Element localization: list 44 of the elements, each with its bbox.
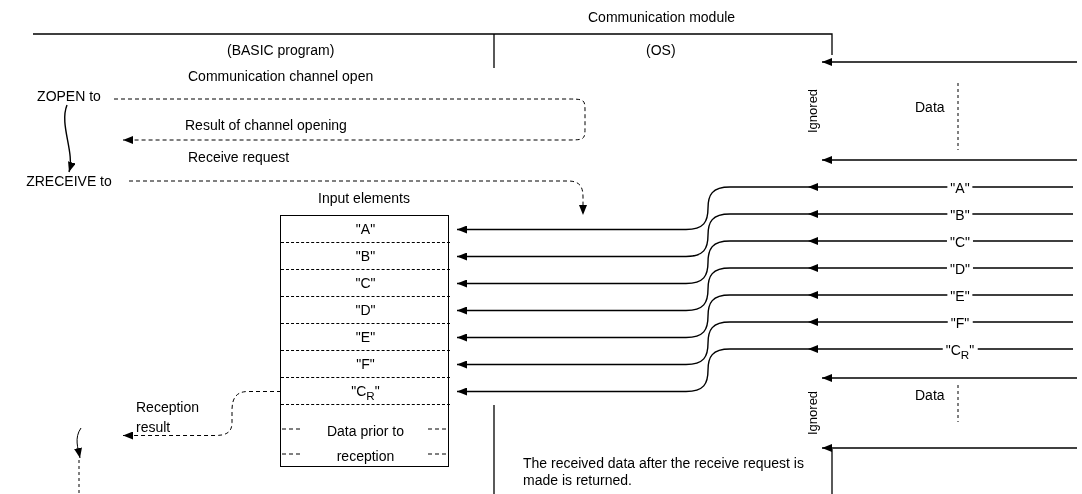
arrow (64, 104, 75, 173)
edge-label: "D" (946, 261, 974, 277)
note-text: The received data after the receive request is made is returned. (523, 455, 805, 489)
arrow (456, 291, 1074, 342)
rotated-text: Ignored (804, 378, 822, 448)
data-text: Data (915, 387, 945, 403)
arrow (821, 444, 1078, 452)
table-cell: "D" (281, 297, 450, 324)
rotated-text: Ignored (804, 62, 822, 160)
arrow (456, 237, 1074, 288)
arrow (128, 180, 587, 216)
table-cell: "F" (281, 351, 450, 378)
edge-label: "B" (947, 207, 973, 223)
cell-text: Data prior to reception (325, 422, 405, 466)
table-cell: "A" (281, 216, 450, 243)
table-heading: Input elements (317, 190, 411, 206)
arrow (456, 264, 1074, 315)
arrow (456, 183, 1074, 234)
lane-title: (BASIC program) (227, 42, 335, 58)
edge-label: "C" (946, 234, 974, 250)
table-cell: "E" (281, 324, 450, 351)
statement-text: ZRECEIVE to (9, 172, 129, 190)
statement-text: ZOPEN to (24, 87, 114, 105)
edge-label: "A" (947, 180, 973, 196)
arrow (456, 318, 1074, 369)
table-cell: "C" (281, 270, 450, 297)
edge-label: "F" (947, 315, 973, 331)
group-title: Communication module (588, 9, 736, 25)
arrow (821, 58, 1078, 66)
edge-label: Receive request (187, 149, 291, 165)
arrow (456, 345, 1074, 396)
edge-label: "E" (947, 288, 973, 304)
data-text: Data (915, 99, 945, 115)
arrow (821, 374, 1078, 382)
table-cell: "C$_{R}$" (281, 378, 450, 405)
lane-title: (OS) (646, 42, 676, 58)
arrow (456, 210, 1074, 261)
edge-label: Reception result (135, 397, 201, 437)
table-cell: "B" (281, 243, 450, 270)
arrow (821, 156, 1078, 164)
arrow (122, 391, 282, 440)
edge-label: Communication channel open (187, 68, 375, 84)
arrow (113, 98, 586, 144)
message-text: Result of channel opening (185, 117, 347, 133)
